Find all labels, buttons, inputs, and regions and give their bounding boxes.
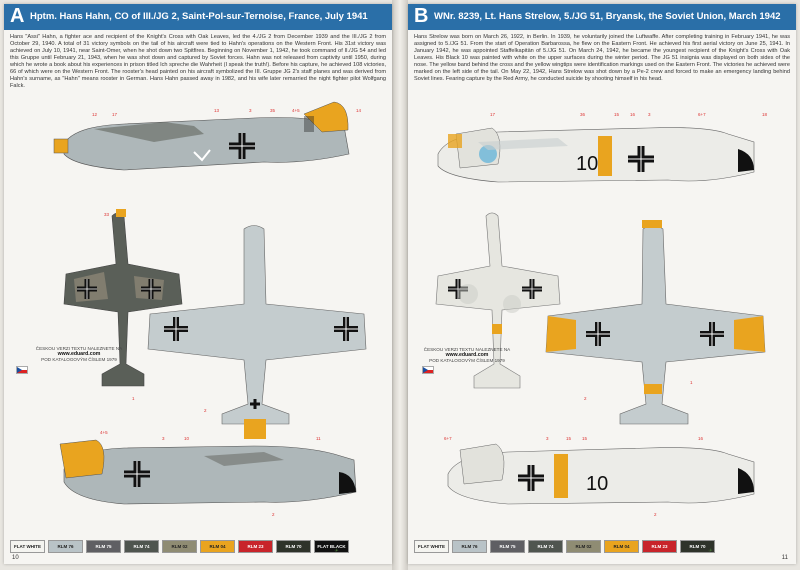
czech-info-a-line3: POD KATALOGOVÝM ČÍSLEM 1979 bbox=[41, 357, 117, 363]
callout-a-5: 14 bbox=[356, 108, 362, 113]
callout-a-1: 13 bbox=[214, 108, 220, 113]
bottom-view-b bbox=[545, 220, 766, 425]
czech-info-a-line1: ČESKOU VERZI TEXTU NALEZNETE NA bbox=[35, 346, 123, 351]
callout-b-7: 18 bbox=[762, 112, 768, 117]
profile-a-title: Hptm. Hans Hahn, CO of III./JG 2, Saint-… bbox=[30, 11, 368, 22]
eduard-logo-b: ✈ bbox=[708, 548, 713, 554]
profile-letter-b: B bbox=[414, 5, 429, 27]
callout-a-8: 33 bbox=[104, 212, 110, 217]
callout-b-1: 17 bbox=[490, 112, 496, 117]
czech-flag-icon bbox=[422, 366, 434, 374]
profile-b-bio: Hans Strelow was born on March 26, 1922,… bbox=[414, 34, 790, 82]
callout-a-3: 35 bbox=[270, 108, 276, 113]
callout-a-11: 3 bbox=[162, 436, 165, 441]
czech-info-b-line3: POD KATALOGOVÝM ČÍSLEM 1979 bbox=[429, 358, 505, 364]
fuselage-number-top: 10 bbox=[576, 153, 598, 175]
swatch-rlm-75: RLM 75 bbox=[86, 540, 121, 553]
bottom-view-a bbox=[147, 225, 367, 439]
callout-b-5: 3 bbox=[648, 112, 651, 117]
callout-a-10: 1 bbox=[132, 396, 135, 401]
profile-b-title: WNr. 8239, Lt. Hans Strelow, 5./JG 51, B… bbox=[434, 11, 781, 22]
top-view-a bbox=[63, 209, 183, 387]
page-number-left: 10 bbox=[12, 555, 19, 561]
callout-b-13: 15 bbox=[582, 436, 588, 441]
czech-info-a: ČESKOU VERZI TEXTU NALEZNETE NA www.edua… bbox=[34, 346, 124, 363]
swatch-rlm-04: RLM 04 bbox=[604, 540, 639, 553]
callout-a-4: 4+5 bbox=[292, 108, 300, 113]
swatch-flat-black: FLAT BLACK bbox=[314, 540, 349, 553]
callout-b-6: 6+7 bbox=[698, 112, 706, 117]
callout-b-4: 16 bbox=[630, 112, 636, 117]
callout-a-12: 10 bbox=[184, 436, 190, 441]
swatch-flat-white: FLAT WHITE bbox=[10, 540, 45, 553]
callout-b-9: 2 bbox=[584, 396, 587, 401]
callout-a-13: 11 bbox=[316, 436, 321, 441]
callout-a-7: 17 bbox=[112, 112, 118, 117]
swatch-rlm-70: RLM 70 bbox=[276, 540, 311, 553]
page-number-right: 11 bbox=[781, 555, 788, 561]
callout-b-12: 15 bbox=[566, 436, 572, 441]
callout-b-3: 15 bbox=[614, 112, 620, 117]
swatch-flat-white: FLAT WHITE bbox=[414, 540, 449, 553]
callouts-a: 13 3 35 4+5 14 12 17 33 2 1 3 10 11 4+5 … bbox=[92, 108, 362, 517]
left-page: A Hptm. Hans Hahn, CO of III./JG 2, Sain… bbox=[4, 4, 392, 564]
side-view-a-top bbox=[53, 101, 350, 171]
callout-b-14: 16 bbox=[698, 436, 704, 441]
czech-info-b-line1: ČESKOU VERZI TEXTU NALEZNETE NA bbox=[423, 347, 511, 352]
profile-a-bio: Hans "Assi" Hahn, a fighter ace and reci… bbox=[10, 34, 386, 89]
callout-a-2: 3 bbox=[249, 108, 252, 113]
eduard-logo-a: ✈ bbox=[334, 548, 339, 554]
swatch-rlm-74: RLM 74 bbox=[124, 540, 159, 553]
swatch-rlm-74: RLM 74 bbox=[528, 540, 563, 553]
profile-a-header: A Hptm. Hans Hahn, CO of III./JG 2, Sain… bbox=[4, 4, 392, 30]
czech-flag-icon bbox=[16, 366, 28, 374]
side-view-b-bottom: 10 bbox=[447, 443, 755, 505]
swatch-rlm-76: RLM 76 bbox=[452, 540, 487, 553]
swatch-rlm-02: RLM 02 bbox=[162, 540, 197, 553]
swatch-rlm-70: RLM 70 bbox=[680, 540, 715, 553]
side-view-b-top: 10 bbox=[437, 127, 755, 183]
profile-b-header: B WNr. 8239, Lt. Hans Strelow, 5./JG 51,… bbox=[408, 4, 796, 30]
profile-b-drawings: 10 bbox=[435, 112, 768, 517]
callout-a-15: 2 bbox=[272, 512, 275, 517]
callout-b-8: 1 bbox=[690, 380, 693, 385]
swatch-rlm-23: RLM 23 bbox=[238, 540, 273, 553]
callouts-b: 17 36 15 16 3 6+7 18 1 2 6+7 3 15 15 16 … bbox=[444, 112, 768, 517]
swatch-rlm-04: RLM 04 bbox=[200, 540, 235, 553]
right-page: B WNr. 8239, Lt. Hans Strelow, 5./JG 51,… bbox=[408, 4, 796, 564]
callout-b-11: 3 bbox=[546, 436, 549, 441]
czech-info-b: ČESKOU VERZI TEXTU NALEZNETE NA www.edua… bbox=[422, 347, 512, 364]
profile-a-drawings: 13 3 35 4+5 14 12 17 33 2 1 3 10 11 4+5 … bbox=[53, 101, 367, 517]
callout-a-9: 2 bbox=[204, 408, 207, 413]
book-gutter bbox=[392, 0, 408, 570]
callout-a-14: 4+5 bbox=[100, 430, 108, 435]
swatch-rlm-75: RLM 75 bbox=[490, 540, 525, 553]
eduard-url-a[interactable]: www.eduard.com bbox=[57, 350, 101, 357]
side-view-a-bottom bbox=[59, 439, 357, 505]
callout-b-15: 2 bbox=[654, 512, 657, 517]
swatch-rlm-76: RLM 76 bbox=[48, 540, 83, 553]
callout-b-10: 6+7 bbox=[444, 436, 452, 441]
callout-a-6: 12 bbox=[92, 112, 98, 117]
swatch-rlm-23: RLM 23 bbox=[642, 540, 677, 553]
callout-b-2: 36 bbox=[580, 112, 586, 117]
eduard-url-b[interactable]: www.eduard.com bbox=[445, 351, 489, 358]
top-view-b bbox=[435, 212, 561, 389]
swatch-rlm-02: RLM 02 bbox=[566, 540, 601, 553]
fuselage-number-bottom: 10 bbox=[586, 473, 608, 495]
profile-letter-a: A bbox=[10, 5, 25, 27]
